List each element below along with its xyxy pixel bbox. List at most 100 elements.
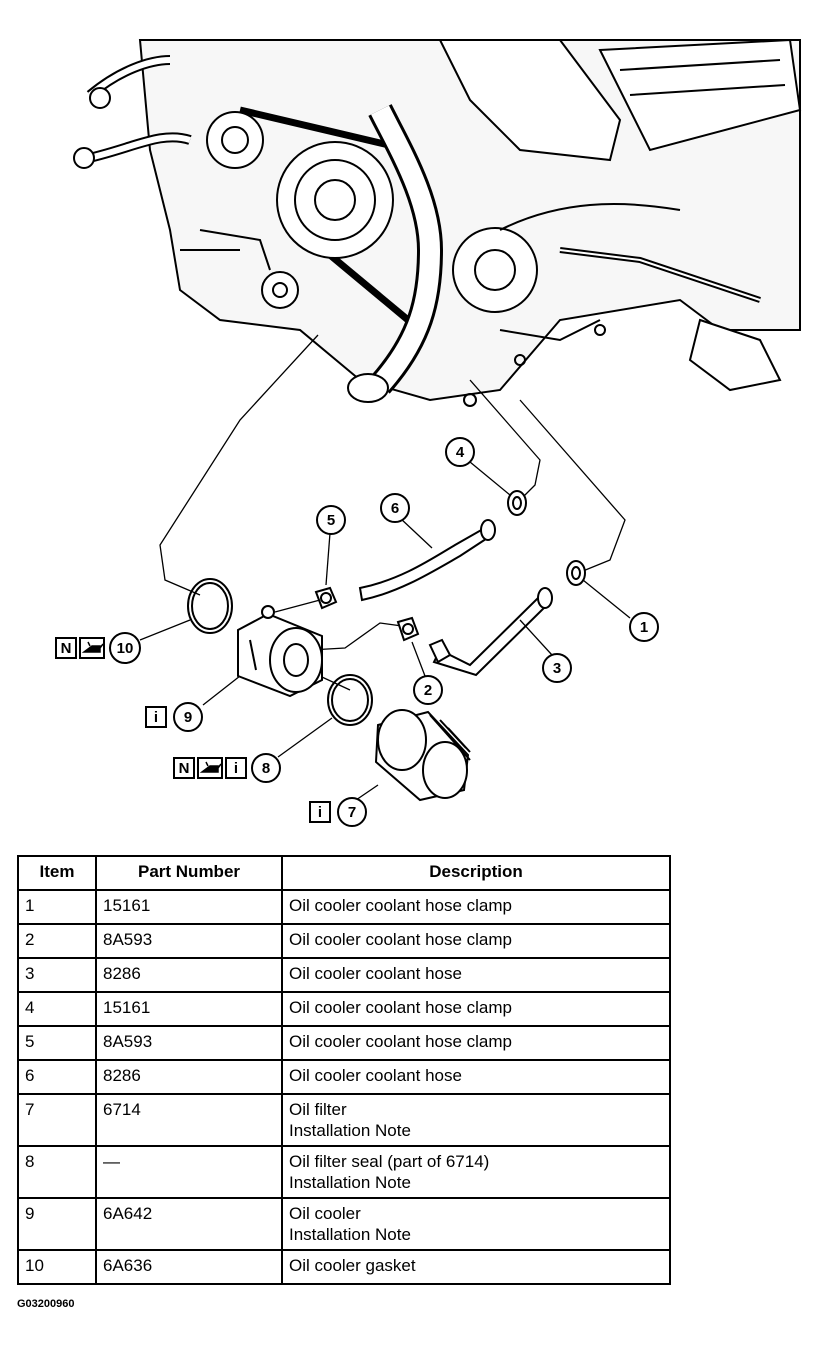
cell-part-number: 8A593 [95, 923, 283, 959]
callout-4: 4 [445, 437, 475, 467]
new-part-symbol: N [55, 637, 77, 659]
cell-description: Oil cooler coolant hose clamp [281, 991, 671, 1027]
callout-3: 3 [542, 653, 572, 683]
description-text: Oil filter [289, 1100, 347, 1119]
cell-description: Oil cooler coolant hose [281, 957, 671, 993]
cell-description: Oil cooler coolant hose clamp [281, 889, 671, 925]
oil-filter-7 [374, 709, 471, 802]
cell-item: 3 [17, 957, 97, 993]
callout-9: 9 [173, 702, 203, 732]
cell-item: 7 [17, 1093, 97, 1147]
svg-text:N: N [61, 640, 72, 657]
callout-7: 7 [337, 797, 367, 827]
header-description: Description [281, 855, 671, 891]
installation-note-link[interactable]: Installation Note [289, 1121, 411, 1140]
cell-item: 4 [17, 991, 97, 1027]
clamp-4 [507, 490, 527, 516]
clamp-5 [314, 586, 338, 610]
description-text: Oil cooler coolant hose [289, 1066, 462, 1085]
description-text: Oil cooler coolant hose clamp [289, 930, 513, 949]
svg-text:N: N [179, 760, 190, 777]
gasket-10 [187, 578, 233, 634]
description-text: Oil filter seal (part of 6714) [289, 1152, 490, 1171]
cell-part-number: 6A642 [95, 1197, 283, 1251]
hose-6 [358, 519, 496, 602]
cell-part-number: 15161 [95, 991, 283, 1027]
cell-part-number: 15161 [95, 889, 283, 925]
new-part-symbol: N [173, 757, 195, 779]
seal-8 [327, 674, 373, 726]
description-text: Oil cooler coolant hose clamp [289, 1032, 513, 1051]
description-text: Oil cooler coolant hose clamp [289, 896, 513, 915]
oil-can-icon [197, 757, 223, 779]
cell-description: Oil filter seal (part of 6714) Installati… [281, 1145, 671, 1199]
cell-item: 6 [17, 1059, 97, 1095]
clamp-1 [566, 560, 586, 586]
svg-text:3: 3 [553, 660, 561, 677]
cell-description: Oil cooler coolant hose clamp [281, 923, 671, 959]
callout-2: 2 [413, 675, 443, 705]
callout-1: 1 [629, 612, 659, 642]
callout-6: 6 [380, 493, 410, 523]
svg-text:i: i [234, 760, 238, 777]
svg-text:8: 8 [262, 760, 270, 777]
description-text: Oil cooler coolant hose clamp [289, 998, 513, 1017]
figure-id: G03200960 [17, 1298, 75, 1310]
svg-text:9: 9 [184, 709, 192, 726]
engine-illustration [73, 38, 802, 407]
svg-text:10: 10 [117, 640, 134, 657]
table-header-row: Item Part Number Description [17, 855, 671, 891]
svg-text:5: 5 [327, 512, 335, 529]
cell-description: Oil cooler coolant hose [281, 1059, 671, 1095]
cell-item: 1 [17, 889, 97, 925]
description-text: Oil cooler gasket [289, 1256, 416, 1275]
callout-8: 8 [251, 753, 281, 783]
oil-can-icon [79, 637, 105, 659]
oil-cooler-9 [237, 605, 323, 698]
cell-part-number: 8A593 [95, 1025, 283, 1061]
cell-part-number: 8286 [95, 957, 283, 993]
installation-note-link[interactable]: Installation Note [289, 1225, 411, 1244]
callout-5: 5 [316, 505, 346, 535]
svg-text:2: 2 [424, 682, 432, 699]
cell-description: Oil cooler coolant hose clamp [281, 1025, 671, 1061]
exploded-view-diagram: 1 2 3 4 5 6 7 8 [55, 38, 802, 827]
clamp-2 [396, 616, 420, 642]
cell-description: Oil cooler gasket [281, 1249, 671, 1285]
callout-10: 10 [109, 632, 141, 664]
svg-text:i: i [154, 709, 158, 726]
description-text: Oil cooler coolant hose [289, 964, 462, 983]
cell-item: 2 [17, 923, 97, 959]
svg-text:1: 1 [640, 619, 648, 636]
header-part-number: Part Number [95, 855, 283, 891]
svg-text:4: 4 [456, 444, 465, 461]
info-icon: i [225, 757, 247, 779]
callout-leaders [139, 461, 631, 801]
cell-item: 5 [17, 1025, 97, 1061]
svg-text:i: i [318, 804, 322, 821]
table-row: 8— Oil filter seal (part of 6714) Installa… [17, 1145, 671, 1199]
header-item: Item [17, 855, 97, 891]
installation-note-link[interactable]: Installation Note [289, 1173, 411, 1192]
cell-part-number: 6A636 [95, 1249, 283, 1285]
cell-item: 8 [17, 1145, 97, 1199]
cell-part-number: — [95, 1145, 283, 1199]
info-icon: i [309, 801, 331, 823]
info-icon: i [145, 706, 167, 728]
cell-item: 9 [17, 1197, 97, 1251]
hose-3 [428, 587, 553, 677]
svg-text:6: 6 [391, 500, 399, 517]
